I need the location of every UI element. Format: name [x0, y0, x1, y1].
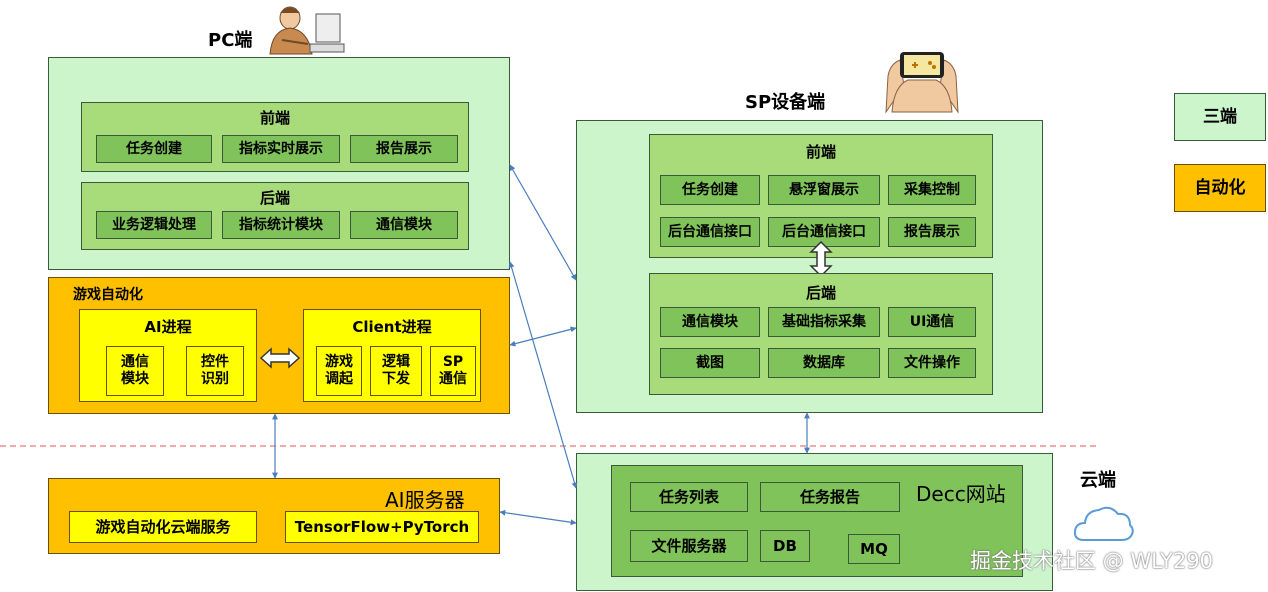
- pc-frontend-title: 前端: [259, 109, 290, 127]
- sp-backend-item: 截图: [660, 348, 760, 378]
- connector-pc-sp: [509, 164, 577, 281]
- client-process-item: 游戏 调起: [316, 346, 362, 396]
- pc-label: PC端: [208, 30, 253, 51]
- watermark: 掘金技术社区 @ WLY290: [970, 549, 1213, 573]
- ai-server-container: AI服务器 游戏自动化云端服务 TensorFlow+PyTorch: [48, 478, 500, 554]
- hands-holding-phone-icon: [878, 46, 966, 114]
- sp-container: 前端 任务创建 悬浮窗展示 采集控制 后台通信接口 后台通信接口 报告展示 后端…: [576, 120, 1043, 413]
- sp-backend-panel: 后端 通信模块 基础指标采集 UI通信 截图 数据库 文件操作: [649, 273, 993, 395]
- legend-automation: 自动化: [1174, 164, 1266, 212]
- sp-frontend-item: 任务创建: [660, 175, 760, 205]
- decc-website-title: Decc网站: [916, 482, 1006, 506]
- double-arrow-icon: [259, 346, 301, 370]
- game-automation-container: 游戏自动化 AI进程 通信 模块 控件 识别 Client进程 游戏 调起 逻辑…: [48, 277, 510, 414]
- client-process-panel: Client进程 游戏 调起 逻辑 下发 SP 通信: [303, 309, 481, 402]
- pc-container: 前端 任务创建 指标实时展示 报告展示 后端 业务逻辑处理 指标统计模块 通信模…: [48, 57, 510, 270]
- connector-pc-cloud: [508, 261, 578, 489]
- ai-process-item: 控件 识别: [186, 346, 244, 396]
- connector-aiserver-cloud: [499, 509, 577, 526]
- sp-label: SP设备端: [745, 92, 826, 113]
- ai-process-panel: AI进程 通信 模块 控件 识别: [79, 309, 257, 402]
- sp-frontend-title: 前端: [805, 143, 836, 161]
- sp-frontend-item: 报告展示: [888, 217, 976, 247]
- pc-backend-panel: 后端 业务逻辑处理 指标统计模块 通信模块: [81, 182, 469, 250]
- sp-backend-item: 通信模块: [660, 307, 760, 337]
- pc-backend-item: 通信模块: [350, 211, 458, 239]
- pc-frontend-item: 任务创建: [96, 135, 212, 163]
- ai-process-title: AI进程: [144, 318, 192, 336]
- sp-backend-item: 数据库: [768, 348, 880, 378]
- decc-item: 文件服务器: [630, 530, 748, 562]
- client-process-item: SP 通信: [430, 346, 476, 396]
- sp-frontend-item: 采集控制: [888, 175, 976, 205]
- pc-frontend-panel: 前端 任务创建 指标实时展示 报告展示: [81, 102, 469, 172]
- decc-item: 任务列表: [630, 482, 748, 512]
- sp-frontend-panel: 前端 任务创建 悬浮窗展示 采集控制 后台通信接口 后台通信接口 报告展示: [649, 134, 993, 258]
- game-automation-label: 游戏自动化: [73, 287, 143, 303]
- ai-server-label: AI服务器: [385, 488, 465, 512]
- sp-backend-title: 后端: [805, 284, 836, 302]
- pc-backend-title: 后端: [259, 189, 290, 207]
- sp-backend-item: 基础指标采集: [768, 307, 880, 337]
- decc-item: MQ: [848, 534, 900, 564]
- client-process-title: Client进程: [352, 318, 432, 336]
- sp-frontend-item: 悬浮窗展示: [768, 175, 880, 205]
- pc-frontend-item: 报告展示: [350, 135, 458, 163]
- connector-auto-sp: [509, 326, 577, 347]
- legend-three-ends: 三端: [1174, 93, 1266, 141]
- pc-backend-item: 指标统计模块: [222, 211, 340, 239]
- decc-item: DB: [760, 530, 810, 562]
- client-process-item: 逻辑 下发: [370, 346, 422, 396]
- sp-backend-item: UI通信: [888, 307, 976, 337]
- cloud-label: 云端: [1080, 470, 1116, 491]
- cloud-icon: [1072, 502, 1136, 544]
- sp-frontend-item: 后台通信接口: [660, 217, 760, 247]
- decc-website-panel: Decc网站 任务列表 任务报告 文件服务器 DB MQ: [611, 465, 1023, 577]
- ai-process-item: 通信 模块: [106, 346, 164, 396]
- sp-backend-item: 文件操作: [888, 348, 976, 378]
- person-at-computer-icon: [262, 4, 346, 56]
- cloud-container: Decc网站 任务列表 任务报告 文件服务器 DB MQ: [576, 453, 1053, 591]
- ai-server-item: TensorFlow+PyTorch: [285, 511, 479, 543]
- decc-item: 任务报告: [760, 482, 900, 512]
- ai-server-item: 游戏自动化云端服务: [69, 511, 257, 543]
- pc-backend-item: 业务逻辑处理: [96, 211, 212, 239]
- pc-frontend-item: 指标实时展示: [222, 135, 340, 163]
